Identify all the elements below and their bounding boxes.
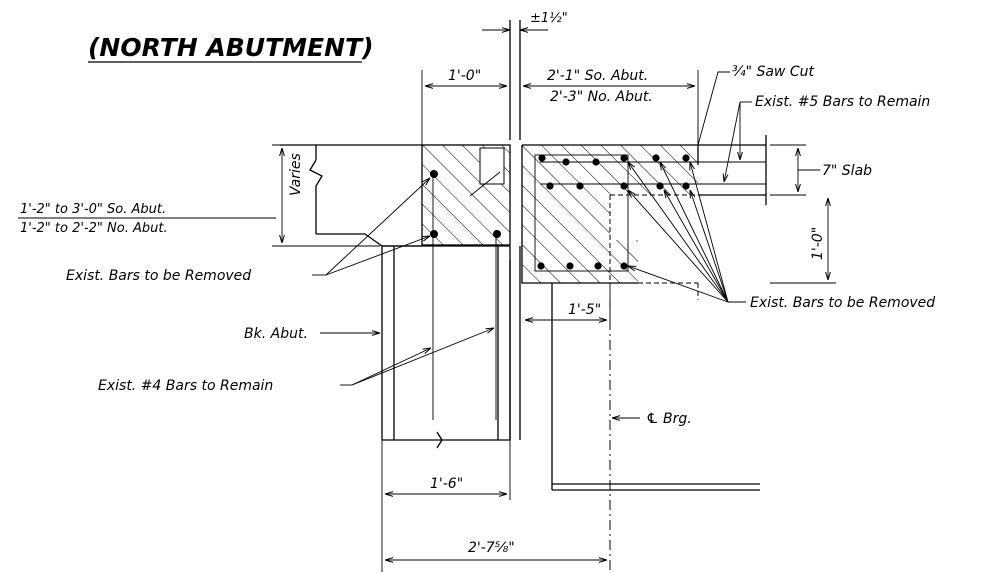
bars-removed-left-leader-2 [325, 236, 430, 276]
break-symbol-left [309, 159, 323, 187]
diaphragm-stirrup [534, 154, 629, 272]
end-diaphragm-cutout [610, 195, 698, 283]
total-width-dim-text: 2'-7⅝" [468, 540, 515, 556]
page-title: (NORTH ABUTMENT) [88, 33, 374, 62]
left-backwall-outline [421, 144, 511, 246]
bars-removed-left-leader-1 [325, 178, 430, 276]
exist-4-bars-label: Exist. #4 Bars to Remain [98, 378, 273, 394]
bars-removed-right-leaders [628, 162, 729, 303]
abut-width-dim-text: 1'-6" [430, 476, 463, 492]
bars-removed-right [537, 154, 690, 270]
exist-4-leader-1 [351, 348, 431, 386]
saw-cut-label: ¾" Saw Cut [732, 64, 814, 80]
slab-dim-text: 7" Slab [822, 163, 872, 179]
approach-bottom-line [316, 233, 422, 247]
saw-cut-leader [697, 71, 730, 146]
varies-text: Varies [288, 153, 304, 196]
exist-5-bars-label: Exist. #5 Bars to Remain [755, 94, 930, 110]
bk-abut-label: Bk. Abut. [244, 326, 308, 342]
cl-brg-label: ℄ Brg. [646, 411, 692, 427]
exist-5-leader-2 [724, 101, 741, 182]
diaphragm-left-bottom [521, 145, 638, 284]
varies-no-text: 1'-2" to 2'-2" No. Abut. [20, 221, 168, 236]
end-width-dim-text: 1'-5" [568, 302, 601, 318]
bar-removed-left-2 [430, 230, 438, 238]
exist-4-leader-2 [351, 328, 494, 386]
break-symbol-bottom [436, 431, 443, 449]
varies-so-text: 1'-2" to 3'-0" So. Abut. [20, 202, 166, 217]
backwall-dim-text: 1'-0" [448, 68, 481, 84]
joint-dim-text: ±1½" [530, 11, 568, 26]
notch-leader [469, 171, 501, 197]
bars-removed-right-label: Exist. Bars to be Removed [750, 295, 935, 311]
so-abut-dim-text: 2'-1" So. Abut. [547, 68, 648, 84]
no-abut-dim-text: 2'-3" No. Abut. [550, 89, 653, 105]
bar-removed-left-1 [430, 170, 438, 178]
depth-dim-text: 1'-0" [810, 227, 826, 260]
bars-removed-left-label: Exist. Bars to be Removed [66, 268, 251, 284]
bar-removed-left-3 [493, 230, 501, 238]
